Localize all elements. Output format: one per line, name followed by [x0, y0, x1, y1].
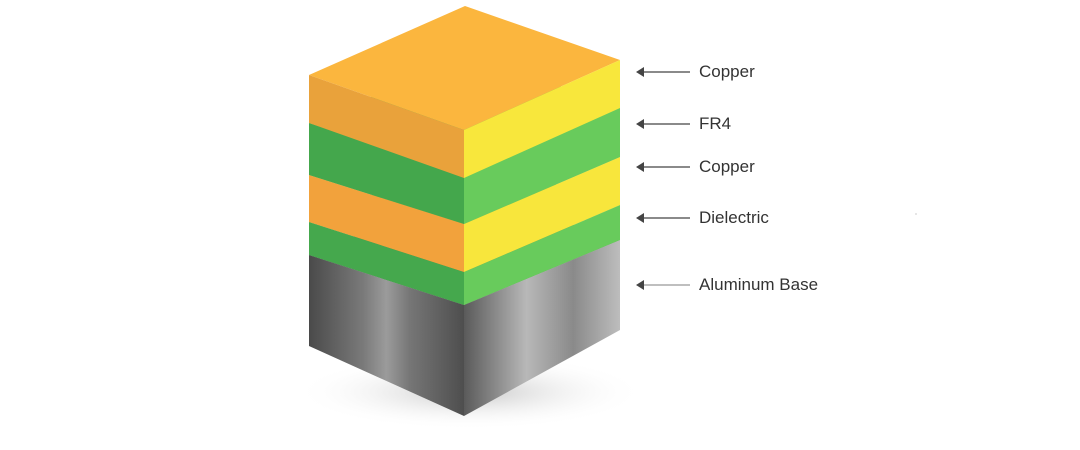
arrowhead-icon — [636, 280, 644, 290]
pointer-copper-middle — [636, 162, 690, 172]
label-dielectric: Dielectric — [699, 208, 769, 227]
label-copper-top: Copper — [699, 62, 755, 81]
copper-middle-right-face — [464, 157, 620, 272]
copper-top-front-face — [309, 75, 464, 178]
fr4-right-face — [464, 105, 620, 224]
dielectric-right-face — [464, 205, 620, 305]
label-copper-middle: Copper — [699, 157, 755, 176]
copper-top-right-face — [464, 60, 620, 178]
copper-middle-front-face — [309, 175, 464, 272]
arrowhead-icon — [636, 162, 644, 172]
label-fr4: FR4 — [699, 114, 732, 133]
pointer-aluminum-base — [636, 280, 690, 290]
copper-top-top-face — [309, 6, 620, 130]
arrowhead-icon — [636, 67, 644, 77]
pointer-fr4 — [636, 119, 690, 129]
pointer-dielectric — [636, 213, 690, 223]
aluminum-front-face — [309, 255, 464, 416]
dielectric-front-face — [309, 222, 464, 305]
stray-dot — [915, 213, 917, 215]
aluminum-right-face — [464, 240, 620, 416]
arrowhead-icon — [636, 119, 644, 129]
pointer-copper-top — [636, 67, 690, 77]
fr4-front-face — [309, 123, 464, 224]
label-aluminum-base: Aluminum Base — [699, 275, 819, 294]
arrowhead-icon — [636, 213, 644, 223]
copper-top-layer — [309, 6, 620, 178]
